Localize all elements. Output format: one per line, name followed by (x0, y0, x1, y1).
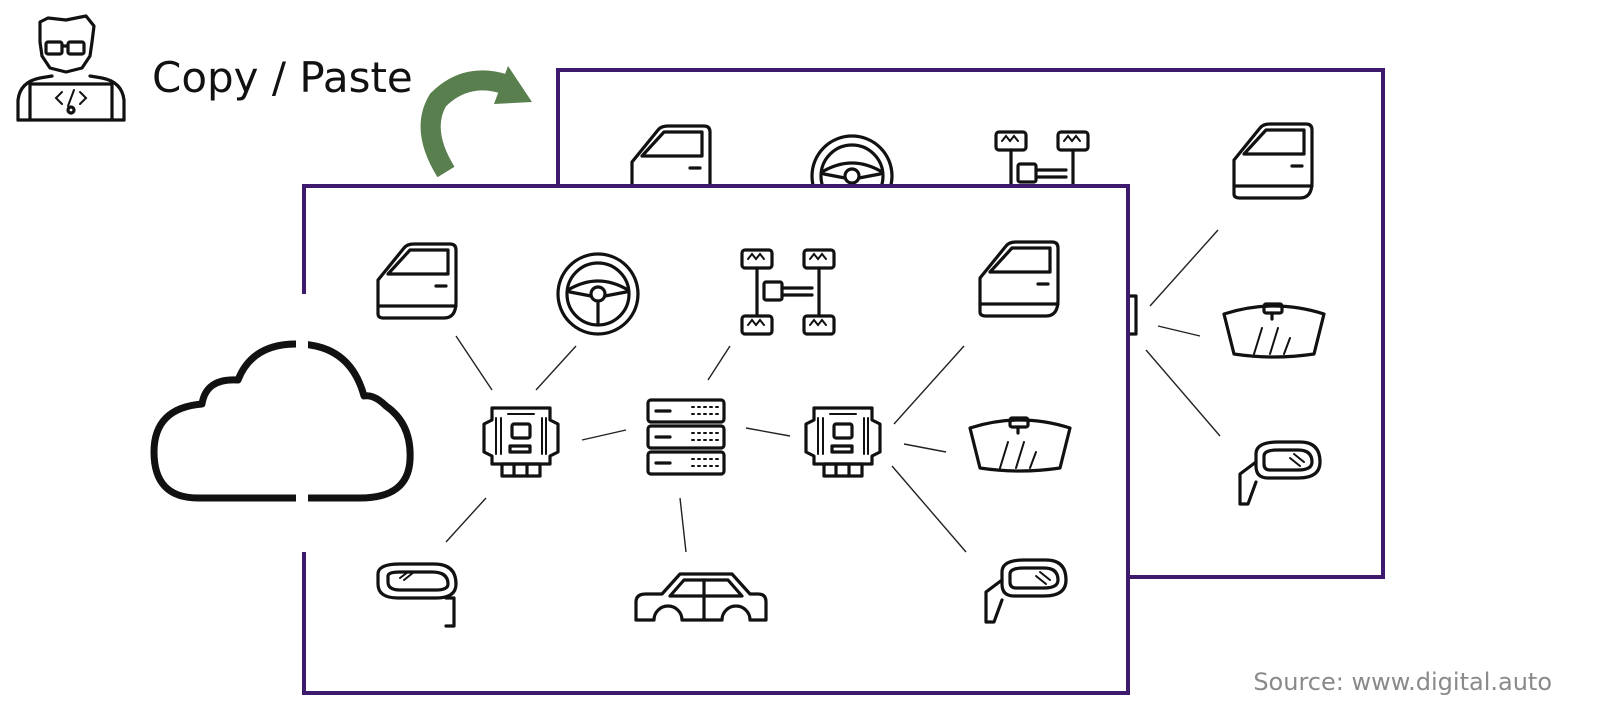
frame-gap (296, 294, 308, 552)
source-caption: Source: www.digital.auto (1253, 668, 1552, 696)
developer-laptop-icon (16, 14, 126, 122)
front-connection-lines (445, 335, 967, 553)
back-connection-lines (1145, 229, 1221, 437)
curved-arrow-icon (420, 66, 532, 178)
page-title: Copy / Paste (152, 53, 413, 102)
back-ecu-edge-icon (1128, 294, 1138, 336)
back-architecture-parts (630, 122, 1326, 506)
